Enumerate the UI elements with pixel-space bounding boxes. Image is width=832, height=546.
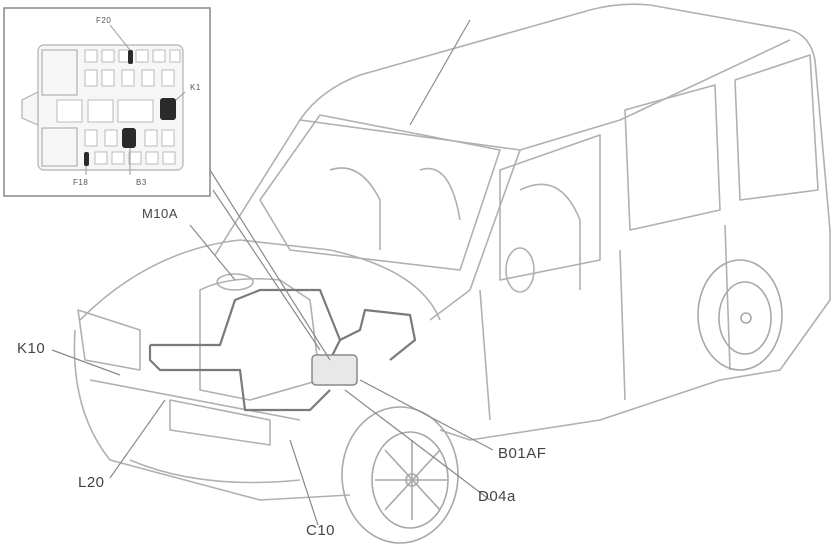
label-f20: F20 [96, 16, 112, 25]
callout-c10: C10 [306, 522, 336, 539]
label-k1: K1 [190, 83, 201, 92]
callout-k10: K10 [17, 340, 46, 357]
callout-l20: L20 [78, 474, 105, 491]
relay-b3-highlight [122, 128, 136, 148]
fuse-f18-highlight [84, 152, 89, 166]
label-b3: B3 [136, 178, 147, 187]
callout-d04a: D04a [478, 488, 516, 505]
callout-b01af: B01AF [498, 445, 547, 462]
fuse-f20-highlight [128, 50, 133, 64]
label-f18: F18 [73, 178, 89, 187]
fuse-box-inset [3, 7, 211, 197]
callout-m10a: M10A [142, 206, 178, 221]
relay-k1-highlight [160, 98, 176, 120]
